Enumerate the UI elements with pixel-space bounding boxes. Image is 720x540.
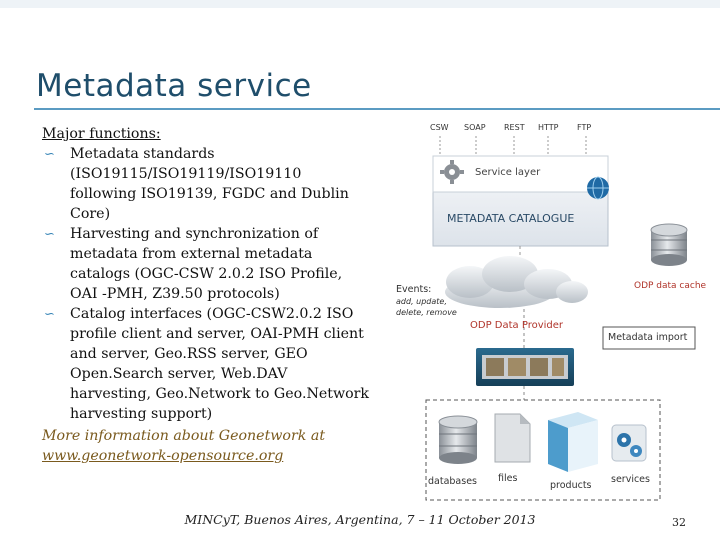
cloud-icon bbox=[445, 256, 588, 308]
protocol-label-soap: SOAP bbox=[464, 123, 486, 132]
events-detail: add, update, delete, remove bbox=[396, 297, 457, 317]
protocol-label-http: HTTP bbox=[538, 123, 559, 132]
bullet-item: ∽ Catalog interfaces (OGC-CSW2.0.2 ISO p… bbox=[42, 304, 372, 424]
gear-icon bbox=[440, 160, 464, 184]
page-number: 32 bbox=[672, 516, 686, 529]
bullet-icon: ∽ bbox=[44, 307, 55, 322]
title-divider bbox=[34, 108, 720, 110]
provider-label: ODP Data Provider bbox=[470, 320, 564, 331]
bullet-icon: ∽ bbox=[44, 147, 55, 162]
metadata-import-label: Metadata import bbox=[608, 332, 688, 343]
bullet-text: Metadata standards (ISO19115/ISO19119/IS… bbox=[70, 146, 349, 222]
provider-stack-icon bbox=[476, 348, 574, 386]
bullet-item: ∽ Metadata standards (ISO19115/ISO19119/… bbox=[42, 144, 372, 224]
functions-text-block: Major functions: ∽ Metadata standards (I… bbox=[42, 124, 372, 466]
major-functions-label: Major functions: bbox=[42, 126, 161, 142]
footer-text: MINCyT, Buenos Aires, Argentina, 7 – 11 … bbox=[184, 512, 536, 527]
products-box-icon bbox=[548, 412, 598, 472]
file-icon bbox=[494, 413, 531, 463]
database-icon bbox=[650, 223, 688, 266]
database-icon bbox=[438, 415, 478, 464]
cache-label: ODP data cache bbox=[634, 281, 707, 291]
service-layer-label: Service layer bbox=[475, 167, 541, 178]
bullet-text: Harvesting and synchronization of metada… bbox=[70, 226, 343, 302]
source-label-databases: databases bbox=[428, 476, 477, 487]
protocol-label-rest: REST bbox=[504, 123, 525, 132]
top-bar bbox=[0, 0, 720, 8]
geonetwork-link[interactable]: www.geonetwork-opensource.org bbox=[42, 448, 284, 464]
source-label-products: products bbox=[550, 480, 592, 491]
more-info-text: More information about Geonetwork at bbox=[42, 428, 326, 444]
bullet-text: Catalog interfaces (OGC-CSW2.0.2 ISO pro… bbox=[70, 306, 370, 422]
catalogue-label: METADATA CATALOGUE bbox=[447, 212, 575, 225]
bullet-item: ∽ Harvesting and synchronization of meta… bbox=[42, 224, 372, 304]
bullet-icon: ∽ bbox=[44, 227, 55, 242]
services-gear-icon bbox=[611, 424, 647, 462]
source-label-services: services bbox=[611, 474, 650, 485]
events-label: Events: bbox=[396, 284, 432, 295]
source-label-files: files bbox=[498, 473, 518, 484]
slide-title: Metadata service bbox=[36, 68, 312, 104]
protocol-label-csw: CSW bbox=[430, 123, 449, 132]
globe-icon bbox=[587, 176, 609, 200]
metadata-import-box bbox=[602, 326, 696, 350]
protocol-label-ftp: FTP bbox=[577, 123, 592, 132]
data-sources-container bbox=[425, 399, 661, 501]
